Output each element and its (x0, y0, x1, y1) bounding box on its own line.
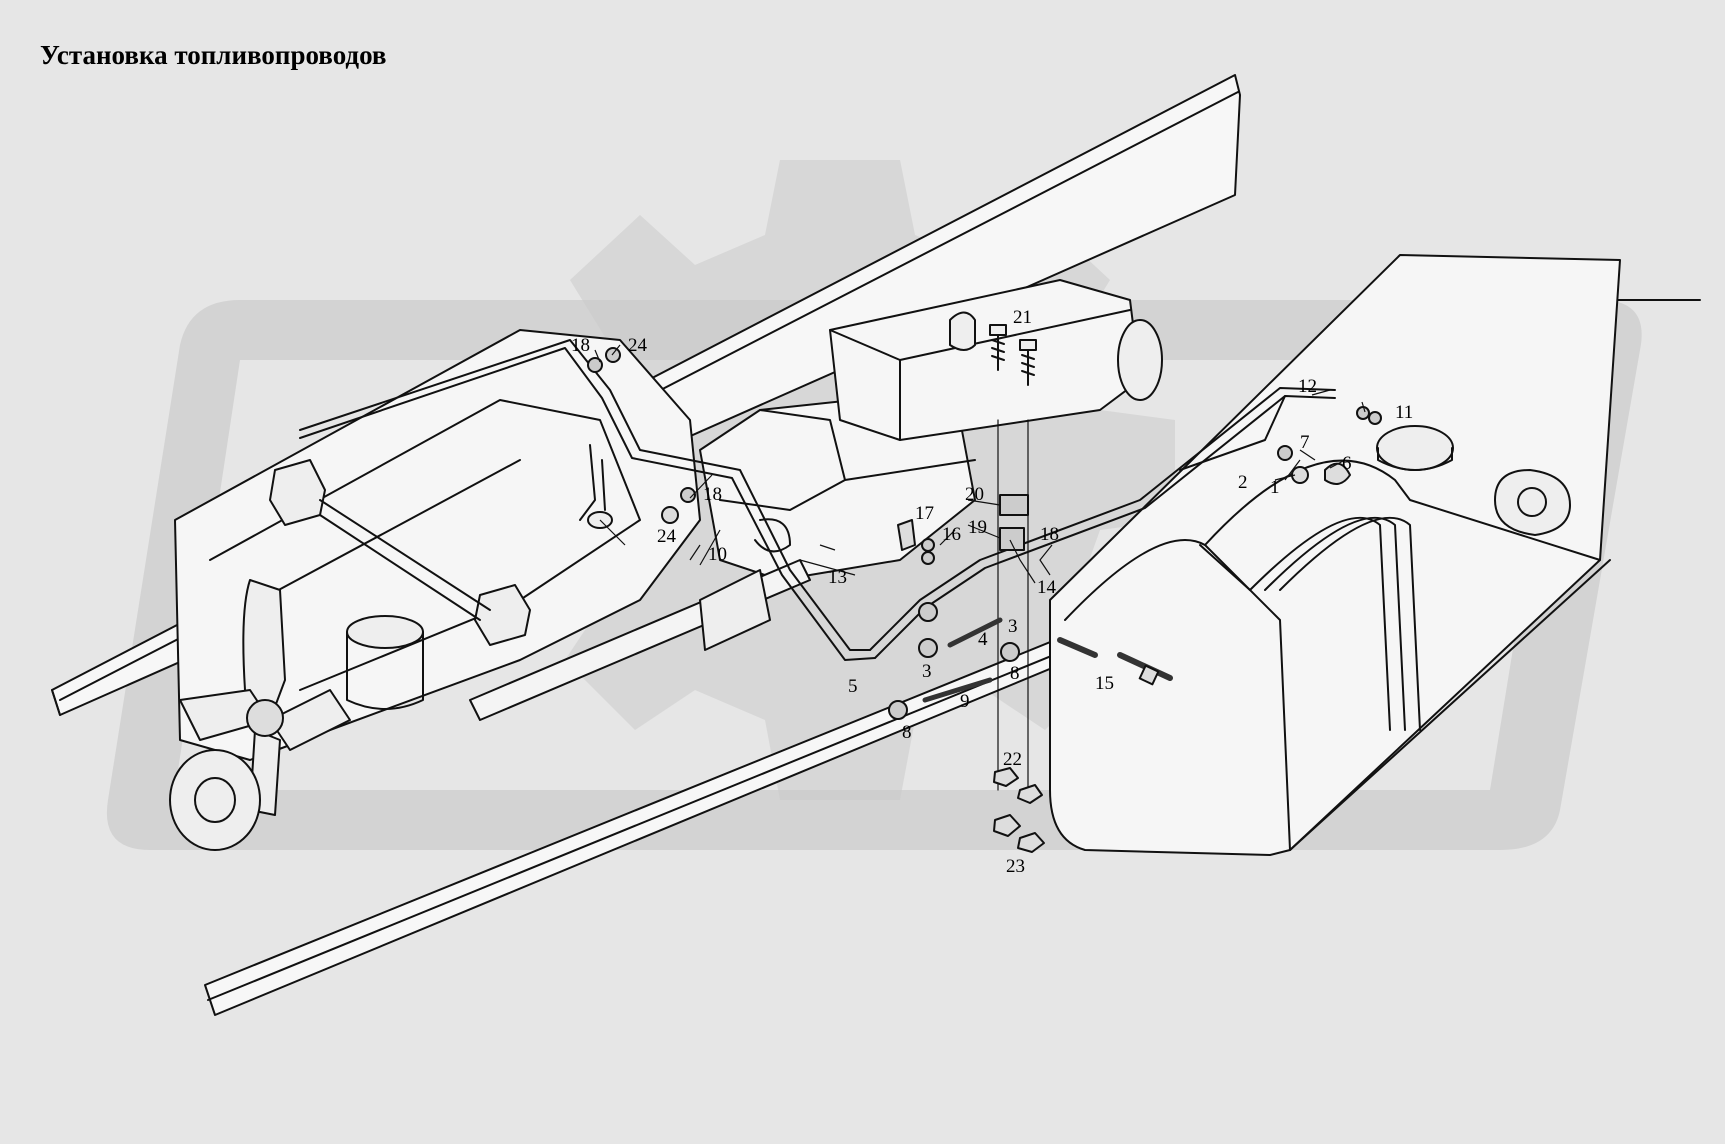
callout-17: 17 (915, 503, 934, 524)
callout-18: 18 (571, 335, 590, 356)
callout-2: 2 (1238, 472, 1248, 493)
callout-9: 9 (960, 691, 970, 712)
callout-18: 18 (703, 484, 722, 505)
bolt-4 (947, 617, 1003, 648)
callout-1: 1 (1270, 477, 1280, 498)
callout-6: 6 (1342, 453, 1352, 474)
callout-23: 23 (1006, 856, 1025, 877)
upper-assembly (829, 279, 1141, 441)
nut-22 (993, 767, 1019, 787)
bolt-9 (922, 677, 993, 703)
nut-8a (888, 700, 908, 720)
callout-24: 24 (628, 335, 648, 356)
callout-3: 3 (922, 661, 932, 682)
callout-4: 4 (978, 629, 988, 650)
cooling-fan (179, 579, 351, 816)
leader-lines (594, 344, 1366, 584)
callout-8: 8 (1010, 663, 1020, 684)
callout-8: 8 (902, 722, 912, 743)
engine-mount-rear (474, 584, 531, 646)
callout-21: 21 (1013, 307, 1032, 328)
oil-filter (346, 615, 424, 649)
callout-11: 11 (1395, 402, 1413, 423)
crank-pulley (169, 749, 261, 851)
callout-16: 16 (942, 524, 961, 545)
clamp-17 (897, 519, 916, 551)
tank-filler-cap (1494, 469, 1571, 536)
callout-labels: 1 2 3 3 4 5 6 7 8 8 9 10 11 12 13 14 15 … (571, 307, 1413, 877)
clamp-19 (999, 527, 1025, 551)
callout-22: 22 (1003, 749, 1022, 770)
nut-8b (1000, 642, 1020, 662)
chassis-drawing (51, 74, 1701, 1016)
callout-14: 14 (1037, 577, 1057, 598)
callout-3: 3 (1008, 616, 1018, 637)
callout-5: 5 (848, 676, 858, 697)
callout-7: 7 (1300, 432, 1310, 453)
callout-18: 18 (1040, 524, 1059, 545)
callout-15: 15 (1095, 673, 1114, 694)
callout-20: 20 (965, 484, 984, 505)
fuel-sender-unit (1376, 425, 1454, 471)
bolt-21 (989, 324, 1037, 801)
nut-23 (993, 814, 1021, 837)
diagram-title: Установка топливопроводов (40, 40, 387, 70)
callout-10: 10 (708, 544, 727, 565)
callout-24: 24 (657, 526, 677, 547)
callout-12: 12 (1298, 376, 1317, 397)
fuel-line-main (299, 339, 1336, 661)
callout-13: 13 (828, 567, 847, 588)
callout-19: 19 (968, 517, 987, 538)
clamp-20 (999, 494, 1029, 516)
